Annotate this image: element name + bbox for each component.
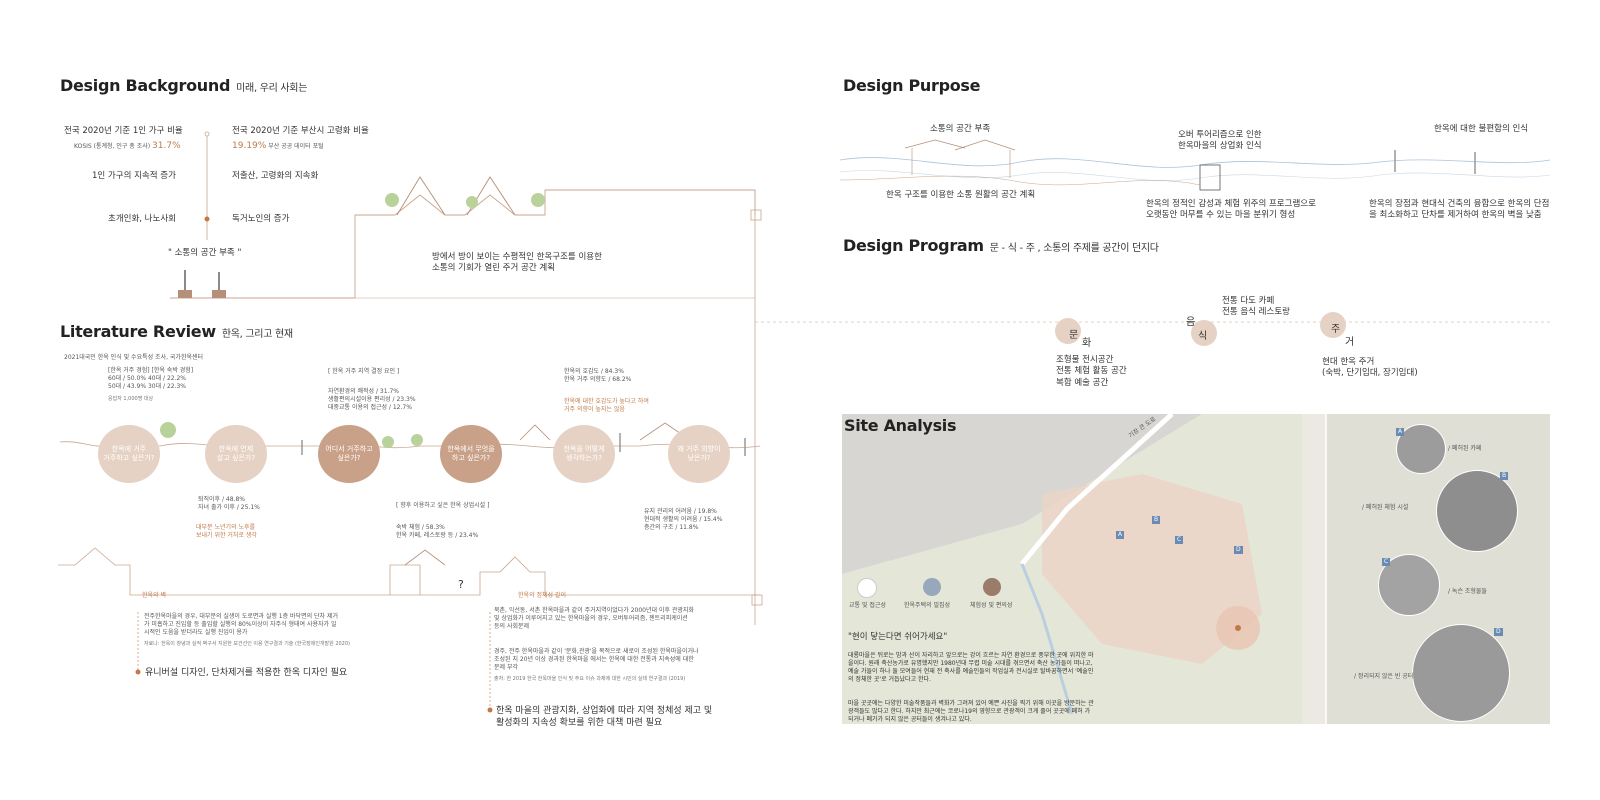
program-node-2-desc: 전통 다도 카페 전통 음식 레스토랑 bbox=[1222, 296, 1290, 318]
stat1-source: KOSIS (통계청, 인구 총 조사) 31.7% bbox=[74, 141, 181, 151]
conclusion-2: 한옥 마을의 관광지화, 상업화에 따라 지역 정체성 제고 및 활성화의 지속… bbox=[496, 706, 713, 729]
wall-label: 한옥의 벽 bbox=[142, 592, 166, 599]
photo-b-label: / 폐허된 체험 시설 bbox=[1362, 504, 1409, 511]
photo-d-label: / 정리되지 않은 빈 공터 bbox=[1354, 673, 1414, 680]
site-paragraph-2: 마을 곳곳에는 다양한 미술작품들과 벽화가 그려져 있어 예쁜 사진을 찍기 … bbox=[848, 700, 1094, 724]
purpose-1-body: 한옥 구조를 이용한 소통 원활의 공간 계획 bbox=[886, 190, 1036, 200]
lit-below-1-highlight: 대부분 노년기의 노후를 보내기 위한 거처로 생각 bbox=[196, 524, 257, 540]
design-purpose-heading: Design Purpose bbox=[843, 76, 981, 95]
bg-left-1: 1인 가구의 지속적 증가 bbox=[92, 171, 176, 181]
program-node-1-b: 화 bbox=[1082, 338, 1092, 349]
photo-d-letter: D bbox=[1494, 628, 1503, 637]
stat2-value-row: 19.19% 부산 공공 데이터 포털 bbox=[232, 141, 324, 151]
lit-below-2-title: [ 향후 이용하고 싶은 한옥 상업시설 ] bbox=[396, 502, 490, 509]
lit-below-1: 퇴직이후 / 48.8% 자녀 출가 이후 / 25.1% bbox=[198, 496, 260, 512]
drop-6: 왜 거주 의향이 낮은가? bbox=[668, 425, 730, 483]
program-node-2-b: 식 bbox=[1198, 331, 1208, 342]
program-node-3 bbox=[1320, 312, 1346, 338]
lit-note-1: [한옥 거주 경험] [한옥 숙박 경험] 60대 / 50.0% 40대 / … bbox=[108, 367, 194, 391]
drop-2: 한옥에 언제 살고 싶은가? bbox=[205, 425, 267, 483]
map-tag-b: B bbox=[1152, 516, 1161, 525]
map-tag-c: C bbox=[1175, 536, 1184, 545]
conclusion-1: 유니버설 디자인, 단차제거를 적용한 한옥 디자인 필요 bbox=[145, 668, 348, 678]
lit-note-2: 자연환경의 쾌적성 / 31.7% 생활편의시설이용 편리성 / 23.3% 대… bbox=[328, 388, 416, 412]
wall-text: 전주한옥마을의 경우, 대부분의 실생이 도로면과 실행 1층 바닥면의 단차 … bbox=[144, 613, 339, 637]
lit-source: 2021대국민 한옥 인식 및 수요특성 조사, 국가한옥센터 bbox=[64, 354, 204, 361]
purpose-3-head: 한옥에 대한 불편함의 인식 bbox=[1434, 124, 1529, 134]
lit-note-1-small: 응답자 1,000명 대상 bbox=[108, 396, 154, 402]
lit-note-2-title: [ 한옥 거주 지역 결정 요인 ] bbox=[328, 368, 400, 375]
legend-swatch-1 bbox=[857, 578, 877, 598]
photo-a bbox=[1396, 424, 1446, 474]
program-node-1-a: 문 bbox=[1069, 330, 1079, 341]
map-tag-a: A bbox=[1116, 531, 1125, 540]
program-node-1-desc: 조형물 전시공간 전통 체험 활동 공간 복합 예술 공간 bbox=[1056, 355, 1127, 388]
photo-a-letter: A bbox=[1396, 428, 1405, 437]
identity-source: 출처: 한 2019 한국 한옥마을 인식 및 주요 이슈 과제에 대한 시민의… bbox=[494, 676, 686, 682]
lit-note-3: 한옥의 호감도 / 84.3% 한옥 거주 의향도 / 68.2% bbox=[564, 368, 632, 384]
photo-b bbox=[1436, 470, 1518, 552]
drop-4: 한옥에서 무엇을 하고 싶은가? bbox=[440, 425, 502, 483]
legend-swatch-3 bbox=[983, 578, 1001, 596]
legend-label-2: 한옥주택의 밀집성 bbox=[904, 602, 951, 609]
program-node-3-desc: 현대 한옥 주거 (숙박, 단기임대, 장기임대) bbox=[1322, 357, 1418, 379]
drop-1: 한옥에 거주 거주하고 싶은가? bbox=[98, 425, 160, 483]
stat2-label: 전국 2020년 기준 부산시 고령화 비율 bbox=[232, 126, 369, 136]
purpose-2-head: 오버 투어리즘으로 인한 한옥마을의 상업화 인식 bbox=[1178, 130, 1262, 152]
purpose-1-head: 소통의 공간 부족 bbox=[930, 124, 991, 134]
purpose-2-body: 한옥의 정적인 감성과 체험 위주의 프로그램으로 오랫동안 머무를 수 있는 … bbox=[1146, 199, 1316, 221]
identity-label: 한옥의 정체성 갈이 bbox=[518, 592, 566, 599]
map-tag-d: D bbox=[1234, 546, 1243, 555]
lit-below-2: 숙박 체험 / 58.3% 한옥 카페, 레스토랑 등 / 23.4% bbox=[396, 524, 479, 540]
bg-left-2: 초개인화, 나노사회 bbox=[108, 214, 176, 224]
identity-text-2: 경주, 전주 한옥마을과 같이 '문화,관광'을 목적으로 새로이 조성된 한옥… bbox=[494, 648, 699, 672]
lit-below-3: 유지 관리의 어려움 / 19.8% 현대적 생활의 어려움 / 15.4% 층… bbox=[644, 508, 723, 532]
site-paragraph-1: 대룡마을은 뒤로는 밤과 산이 자리하고 앞으로는 강이 흐르는 자연 환경으로… bbox=[848, 652, 1094, 684]
lit-note-3-highlight: 한옥에 대한 호감도가 높다고 하여 거주 의향이 높지는 않음 bbox=[564, 398, 649, 414]
wall-source: 자료나: 한옥이 창녕과 실적 벽구서 지원한 보건선인 이용 연구결과 기술 … bbox=[144, 641, 350, 647]
bg-quote: " 소통의 공간 부족 " bbox=[168, 248, 242, 258]
drop-3: 어디서 거주하고 싶은가? bbox=[318, 425, 380, 483]
program-node-1 bbox=[1055, 318, 1081, 344]
legend-swatch-2 bbox=[923, 578, 941, 596]
bg-right-1: 저출산, 고령화의 지속화 bbox=[232, 171, 319, 181]
bg-right-2: 독거노인의 증가 bbox=[232, 214, 290, 224]
question-mark: ? bbox=[458, 578, 464, 591]
stat1-label: 전국 2020년 기준 1인 가구 비율 bbox=[64, 126, 183, 136]
photo-c-letter: C bbox=[1382, 558, 1391, 567]
identity-text-1: 북촌, 익선동, 서촌 한옥마을과 같이 주거지역이었다가 2000년대 이후 … bbox=[494, 607, 694, 631]
program-node-3-a: 주 bbox=[1331, 324, 1341, 335]
site-quote: "현이 닿는다면 쉬어가세요" bbox=[848, 632, 948, 642]
photo-b-letter: B bbox=[1500, 472, 1509, 481]
photo-a-label: / 폐허된 카페 bbox=[1448, 445, 1482, 452]
legend-label-1: 교통 및 접근성 bbox=[849, 602, 886, 609]
drop-5: 한옥을 어떻게 생각하는가? bbox=[553, 425, 615, 483]
purpose-3-body: 한옥의 장점과 현대식 건축의 융합으로 한옥의 단점 을 최소화하고 단차를 … bbox=[1369, 199, 1550, 221]
photo-d bbox=[1412, 624, 1510, 722]
site-analysis-heading: Site Analysis bbox=[844, 416, 957, 435]
program-node-2 bbox=[1191, 320, 1217, 346]
bg-concept: 방에서 방이 보이는 수평적인 한옥구조를 이용한 소통의 기회가 열린 주거 … bbox=[432, 252, 602, 274]
program-node-2-a: 음 bbox=[1186, 317, 1196, 328]
photo-c-label: / 녹슨 조형물들 bbox=[1448, 588, 1487, 595]
legend-label-3: 체험성 및 편의성 bbox=[970, 602, 1013, 609]
program-node-3-b: 거 bbox=[1345, 337, 1355, 348]
